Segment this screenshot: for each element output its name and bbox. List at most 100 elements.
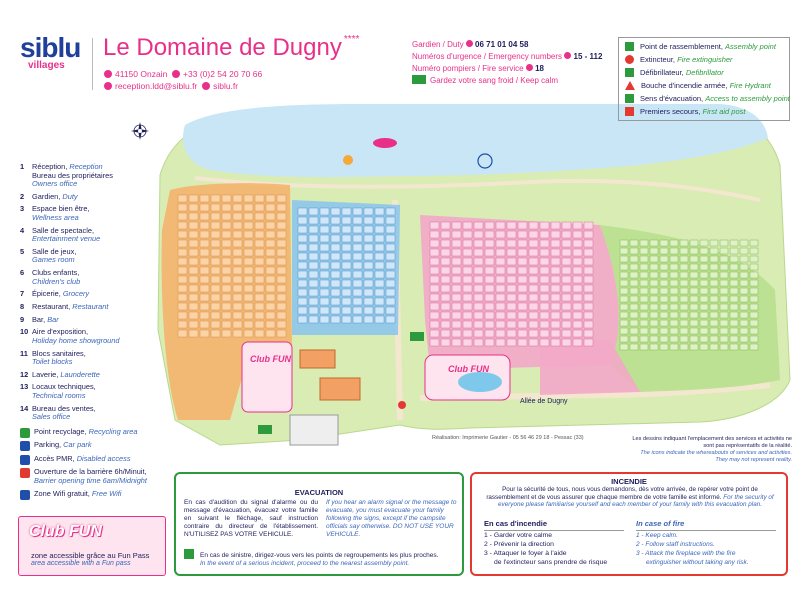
- pitch: [550, 293, 561, 302]
- pitch: [221, 320, 232, 329]
- fire-number[interactable]: 18: [535, 64, 544, 73]
- pitch: [440, 266, 451, 275]
- pitch: [484, 248, 495, 257]
- pitch: [517, 275, 528, 284]
- pitch: [679, 303, 689, 311]
- pitch: [659, 279, 669, 287]
- pitch: [429, 338, 440, 347]
- pitch: [719, 327, 729, 335]
- pitch: [297, 225, 308, 234]
- symbol-label-en: Defibrillator: [685, 68, 724, 77]
- pitch: [221, 230, 232, 239]
- building-restaurant: [299, 349, 336, 369]
- pitch: [276, 302, 287, 311]
- website[interactable]: siblu.fr: [213, 81, 239, 91]
- facility-number: 13: [20, 382, 29, 392]
- pitch: [495, 302, 506, 311]
- facility-number: 3: [20, 204, 25, 214]
- facility-en: Games room: [32, 255, 75, 265]
- pitch: [659, 255, 669, 263]
- pitch: [199, 293, 210, 302]
- pitch: [440, 275, 451, 284]
- pitch: [451, 284, 462, 293]
- pitch: [629, 255, 639, 263]
- pitch: [669, 327, 679, 335]
- pitch: [629, 343, 639, 351]
- pitch: [719, 255, 729, 263]
- pitch: [473, 302, 484, 311]
- symbol-legend-row: Premiers secours, First aid post: [625, 107, 745, 116]
- pedalo-icon: [373, 138, 397, 148]
- pitch: [528, 230, 539, 239]
- pitch: [539, 293, 550, 302]
- pitch: [210, 221, 221, 230]
- pitch: [199, 203, 210, 212]
- pitch: [561, 338, 572, 347]
- pitch: [276, 284, 287, 293]
- pitch: [352, 288, 363, 297]
- pitch: [719, 343, 729, 351]
- phone-icon: [465, 40, 473, 47]
- pitch: [210, 212, 221, 221]
- facility-fr: Blocs sanitaires,: [32, 348, 86, 358]
- facility-fr: Bureau des propriétaires: [32, 170, 113, 180]
- pitch: [517, 338, 528, 347]
- duty-number[interactable]: 06 71 01 04 58: [475, 40, 529, 49]
- pitch: [265, 320, 276, 329]
- pitch: [232, 212, 243, 221]
- urgent-number[interactable]: 15 - 112: [573, 52, 603, 61]
- pitch: [659, 335, 669, 343]
- pitch: [254, 221, 265, 230]
- service-legend-item: Accès PMR, Disabled access: [20, 454, 131, 466]
- pitch: [276, 239, 287, 248]
- facility-text: Bar, Bar: [32, 315, 59, 325]
- calm-line: Gardez votre sang froid / Keep calm: [412, 75, 602, 87]
- pitch: [729, 319, 739, 327]
- divider: [484, 530, 624, 531]
- pitch: [689, 279, 699, 287]
- pitch: [374, 207, 385, 216]
- pitch: [649, 255, 659, 263]
- assembly-point-icon: [410, 332, 424, 341]
- phone[interactable]: +33 (0)2 54 20 70 66: [183, 69, 263, 79]
- service-legend-item: Parking, Car park: [20, 441, 92, 452]
- pitch: [699, 247, 709, 255]
- symbol-legend-row: Bouche d'incendie armée, Fire Hydrant: [625, 81, 771, 90]
- pitch: [619, 239, 629, 247]
- first-aid-icon: [625, 107, 634, 116]
- pitch: [484, 284, 495, 293]
- symbol-label-en: Assembly point: [725, 42, 776, 51]
- pitch: [254, 320, 265, 329]
- pitch: [188, 311, 199, 320]
- pitch: [539, 302, 550, 311]
- pitch: [254, 248, 265, 257]
- pitch: [473, 221, 484, 230]
- title-text: Le Domaine de Dugny: [103, 34, 342, 61]
- pitch: [440, 293, 451, 302]
- pitch: [495, 257, 506, 266]
- pitch: [352, 252, 363, 261]
- pitch: [462, 293, 473, 302]
- facility-number: 9: [20, 314, 25, 324]
- pitch: [297, 288, 308, 297]
- pitch: [583, 221, 594, 230]
- pitch: [739, 343, 749, 351]
- facility-text: Aire d'exposition,Holiday home showgroun…: [32, 328, 120, 345]
- pitch: [749, 319, 759, 327]
- email[interactable]: reception.ldd@siblu.fr: [115, 81, 198, 91]
- pitch: [484, 221, 495, 230]
- pitch: [517, 266, 528, 275]
- pitch: [539, 338, 550, 347]
- pitch: [689, 335, 699, 343]
- pitch: [619, 303, 629, 311]
- facility-fr: Restaurant,: [32, 301, 73, 311]
- pitch: [709, 343, 719, 351]
- pitch-grid: [177, 194, 759, 351]
- pitch: [462, 284, 473, 293]
- pitch: [583, 248, 594, 257]
- pitch: [473, 284, 484, 293]
- pitch: [659, 311, 669, 319]
- pitch: [583, 329, 594, 338]
- pitch: [210, 284, 221, 293]
- pitch: [484, 329, 495, 338]
